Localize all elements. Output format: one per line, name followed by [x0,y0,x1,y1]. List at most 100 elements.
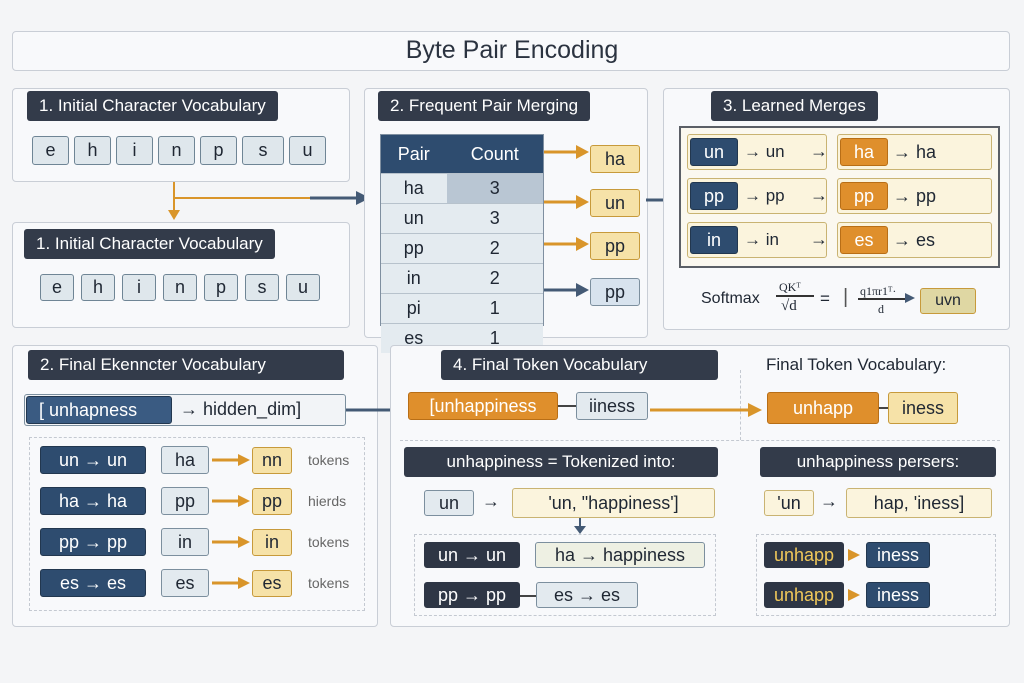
vocab-note: hierds [308,493,347,509]
merge-arrow: → [810,141,828,161]
merge-token: ha [840,138,888,166]
formula-equals: = [820,289,830,308]
vocab-note: tokens [308,534,350,550]
tokenized-token: un [424,490,474,516]
char-tile: n [158,136,195,165]
tokenized-dashed-area [414,534,716,616]
connector-arrow [168,182,370,220]
char-tile: u [289,136,326,165]
panel-initial-vocab-header: 1. Initial Character Vocabulary [27,91,278,121]
merged-token: un [590,189,640,217]
merged-token: ha [590,145,640,173]
parse-token: iness [866,542,930,568]
parse-arrow [848,549,860,561]
right-token: iness [888,392,958,424]
tokenized-rule: pp → pp [424,582,520,608]
vocab-token: pp [161,487,209,515]
vocab-token-out: nn [252,447,292,474]
merge-token: pp [840,182,888,210]
vocab-rule: ha → ha [40,487,146,515]
panel-divider [740,370,741,440]
title-bar [12,31,1010,71]
panel-final-token-vocab-header: 4. Final Token Vocabulary [441,350,718,380]
char-tile: s [245,274,279,301]
merged-token: pp [590,232,640,260]
right-subheader: unhappiness persers: [760,447,996,477]
vocab-rule: es → es [40,569,146,597]
char-tile: n [163,274,197,301]
input-sequence: [ unhapness [26,396,172,424]
parse-token: 'un [764,490,814,516]
col-count-header: Count [446,135,543,174]
formula-numerator: QKᵀ [779,280,801,294]
vocab-token: es [161,569,209,597]
formula-rhs-numerator: q1πr1ᵀ· [860,284,897,298]
right-connector [879,407,889,409]
tokenized-connector [520,595,536,597]
formula-arrow [905,293,915,303]
merge-output: → in [744,230,779,249]
vocab-token-out: pp [252,488,292,515]
tokenized-arrow: → [482,491,500,511]
parse-arrow: → [820,491,838,511]
char-tile: p [204,274,238,301]
merge-token: pp [690,182,738,210]
parse-dashed-area [756,534,996,616]
formula-bar: | [843,286,849,308]
parse-arrow [848,589,860,601]
vocab-rule: pp → pp [40,528,146,556]
top-connector [558,405,576,407]
parse-token: unhapp [764,582,844,608]
char-tile: h [81,274,115,301]
merge-token: un [690,138,738,166]
tokenized-rule: un → un [424,542,520,568]
left-subheader: unhappiness = Tokenized into: [404,447,718,477]
tokenized-output: 'un, "happiness'] [512,488,715,518]
tokenized-rule: es → es [536,582,638,608]
merge-output: → pp [893,186,937,206]
merge-arrow: → [810,229,828,249]
merge-token: es [840,226,888,254]
page-title: Byte Pair Encoding [405,36,619,64]
merge-arrows [544,145,589,297]
merge-output: → ha [893,142,937,162]
char-tile: h [74,136,111,165]
vocab-rule: un → un [40,446,146,474]
tokenized-rule: ha → happiness [535,542,705,568]
panel-final-char-vocab-header: 2. Final Ekenncter Vocabulary [28,350,344,380]
merge-arrow: → [810,185,828,205]
right-title: Final Token Vocabulary: [766,355,947,374]
merge-token: in [690,226,738,254]
char-tile: e [40,274,74,301]
formula-softmax: Softmax [701,290,760,307]
panel-initial-vocab-copy-header: 1. Initial Character Vocabulary [24,229,275,259]
panel-pair-merging-header: 2. Frequent Pair Merging [378,91,591,121]
parse-token: unhapp [764,542,844,568]
vocab-arrows [212,454,250,589]
formula-fraction-bar [776,295,814,297]
vocab-token-out: in [252,529,292,556]
vocab-token: ha [161,446,209,474]
char-tile: e [32,136,69,165]
top-mid-token: iiness [576,392,648,420]
merge-output: → pp [744,186,785,205]
formula-rhs-denominator: d [878,302,884,316]
col-pair-header: Pair [381,135,447,174]
parse-output: hap, 'iness] [846,488,992,518]
panel-divider [400,440,1000,441]
panel-learned-merges-header: 3. Learned Merges [711,91,878,121]
down-arrow [574,518,586,534]
merge-output: → un [744,142,785,161]
char-tile: i [122,274,156,301]
vocab-token-out: es [252,570,292,597]
input-sequence-output: → hidden_dim] [180,399,302,419]
formula-denominator: √d [781,298,797,314]
right-token: unhapp [767,392,879,424]
formula-rhs-bar [858,298,908,300]
char-tile: u [286,274,320,301]
